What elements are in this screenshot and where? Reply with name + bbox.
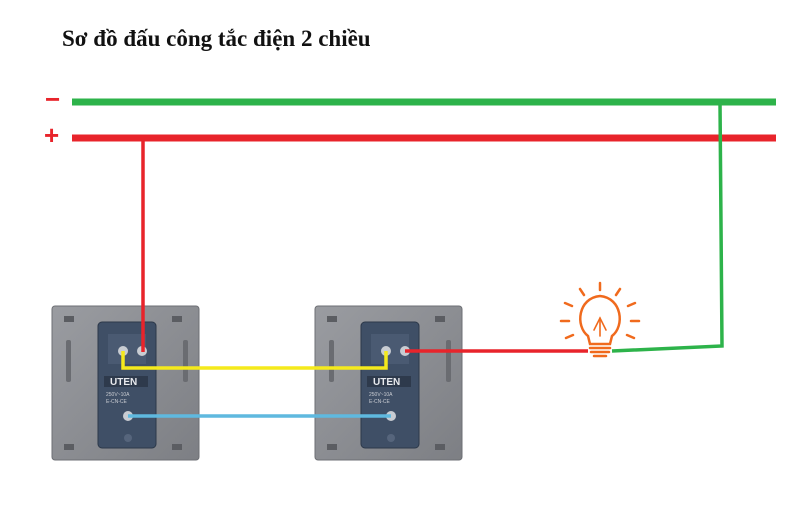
switch-1-brand: UTEN: [110, 377, 137, 388]
switch-2-spec-1: 250V~10A: [369, 392, 393, 398]
switch-1: UTEN 250V~10A E-CN-CE: [51, 305, 200, 461]
lightbulb-icon: [559, 281, 641, 358]
bulb-to-negative-wire: [611, 101, 724, 353]
switch-1-spec-1: 250V~10A: [106, 392, 130, 398]
positive-rail-symbol: +: [44, 120, 60, 150]
traveler-wire-yellow: [121, 351, 388, 370]
switch-2-brand: UTEN: [373, 377, 400, 388]
switch-2: UTEN 250V~10A E-CN-CE: [314, 305, 463, 461]
switch-2-spec-2: E-CN-CE: [369, 399, 390, 405]
negative-rail-symbol: −: [45, 84, 61, 114]
switch-1-spec-2: E-CN-CE: [106, 399, 127, 405]
diagram-title: Sơ đồ đấu công tắc điện 2 chiều: [62, 26, 371, 51]
